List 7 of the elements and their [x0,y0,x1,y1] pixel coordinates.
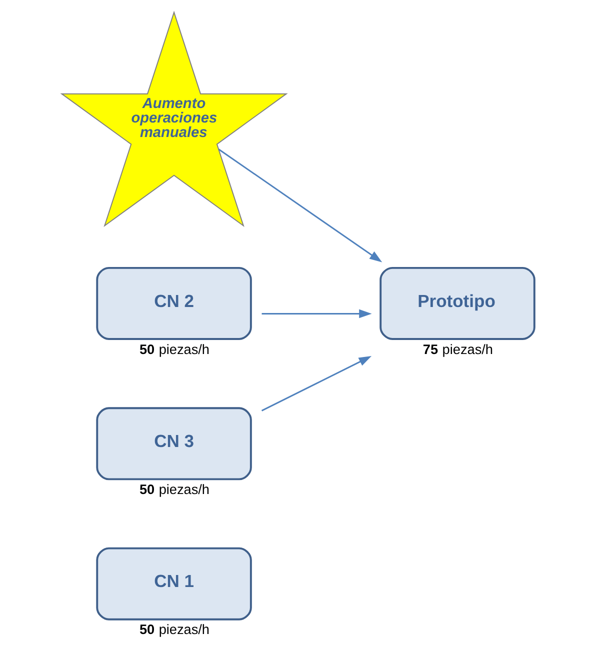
arrow [260,356,372,412]
node-label: 50 piezas/h [138,342,210,357]
node-label: 75 piezas/h [422,342,492,357]
node-label: 50 piezas/h [138,482,210,497]
arrow [218,148,382,262]
node-label: 50 piezas/h [138,622,210,638]
arrow [261,309,372,318]
